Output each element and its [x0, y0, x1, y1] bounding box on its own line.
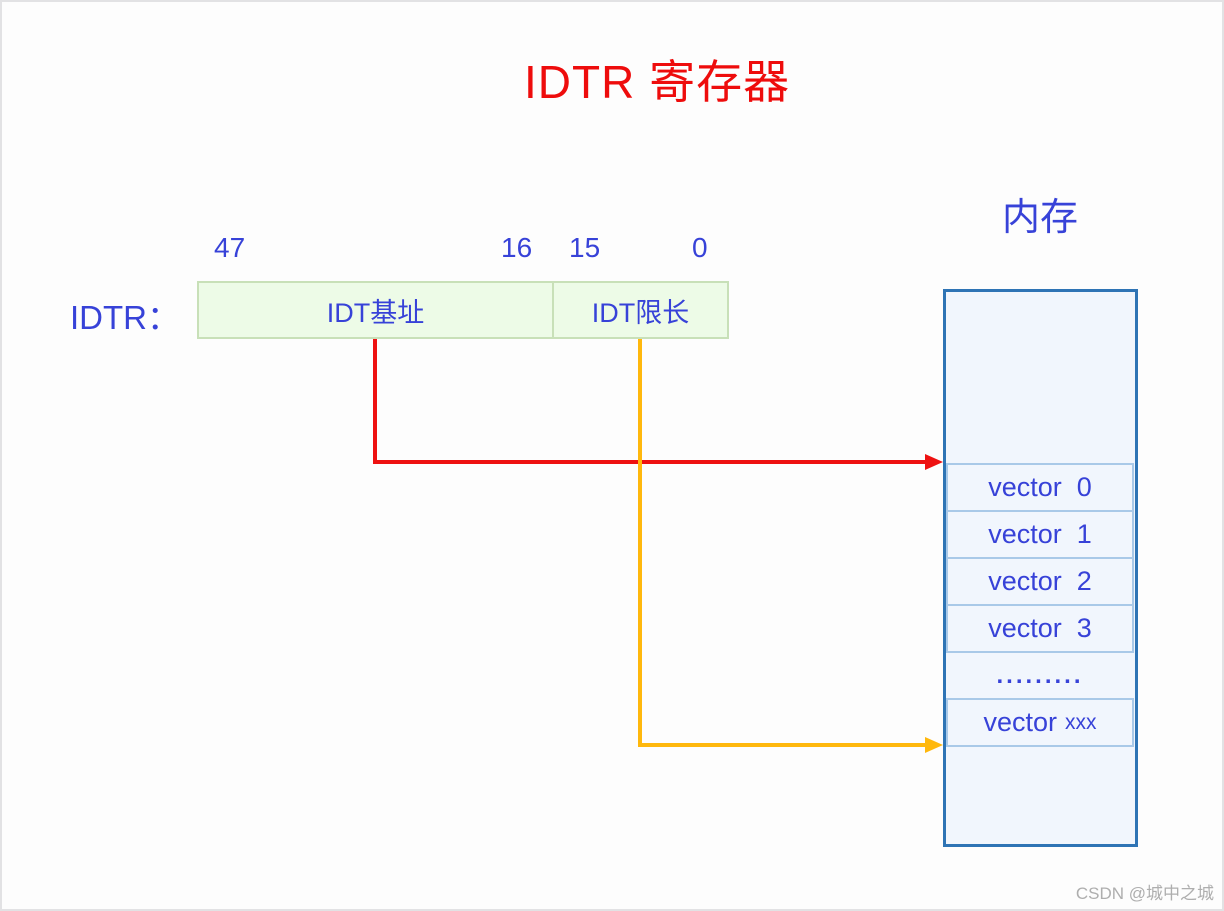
vector-table-row-last: vector xxx [946, 698, 1134, 747]
bit-label-0: 0 [692, 232, 708, 263]
base-arrow-vertical-line [373, 339, 377, 464]
memory-title: 内存 [1002, 197, 1079, 239]
bit-label-47: 47 [214, 232, 246, 263]
bit-label-16: 16 [501, 232, 533, 263]
idt-base-field: IDT基址 [326, 297, 425, 328]
vector-table-row: vector 2 [946, 557, 1134, 606]
vector-table-row: vector 1 [946, 510, 1134, 559]
diagram-title: IDTR 寄存器 [524, 56, 791, 108]
idtr-register-box: IDT基址 IDT限长 [197, 281, 729, 339]
bit-label-15: 15 [569, 232, 601, 263]
vector-table-ellipsis: ......... [996, 661, 1084, 689]
limit-arrow-vertical-line [638, 339, 642, 747]
vector-table-row: vector 3 [946, 604, 1134, 653]
vector-last-prefix: vector [983, 707, 1058, 737]
memory-box: vector 0 vector 1 vector 2 vector 3 ....… [943, 289, 1138, 847]
limit-arrow-head [925, 737, 943, 753]
idtr-register-label: IDTR： [70, 299, 180, 336]
idt-limit-field: IDT限长 [552, 283, 727, 337]
base-arrow-head [925, 454, 943, 470]
vector-table-row: vector 0 [946, 463, 1134, 512]
limit-arrow-horizontal-line [638, 743, 925, 747]
watermark-text: CSDN @城中之城 [1075, 884, 1214, 903]
base-arrow-horizontal-line [373, 460, 925, 464]
vector-last-suffix: xxx [1065, 710, 1097, 734]
